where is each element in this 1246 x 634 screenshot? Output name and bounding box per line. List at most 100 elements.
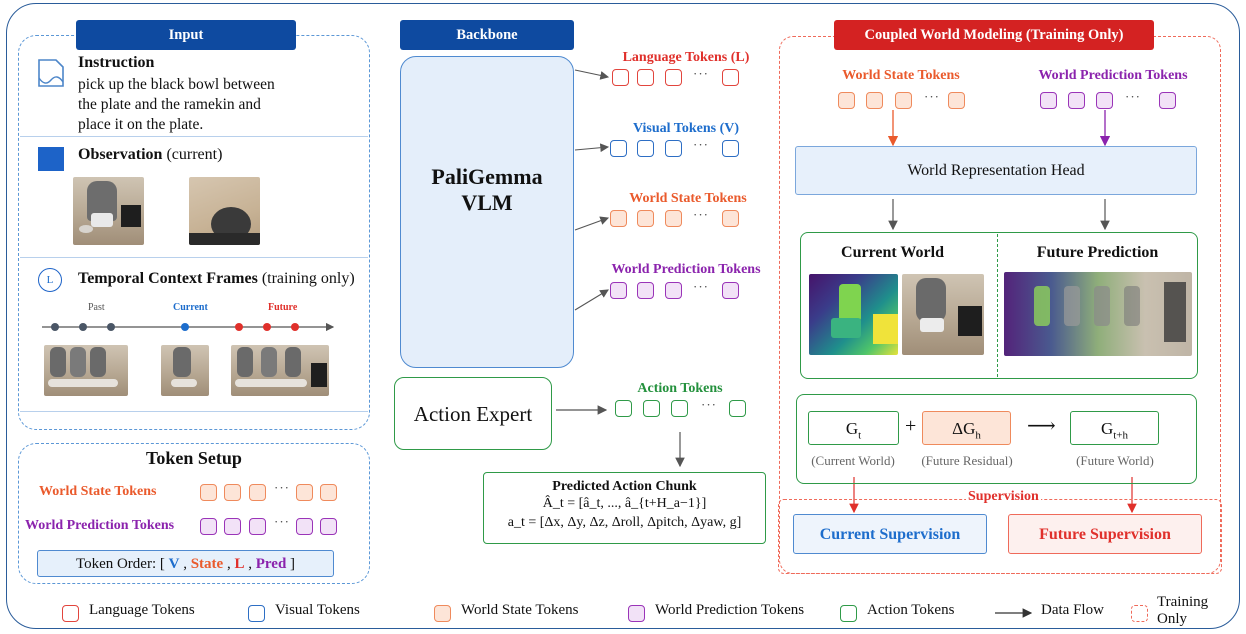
vlm-box xyxy=(400,56,574,368)
input-header: Input xyxy=(76,20,296,50)
cwm-world-pred-label: World Prediction Tokens xyxy=(1038,68,1188,83)
legend-visual-label: Visual Tokens xyxy=(275,602,360,618)
world-state-token xyxy=(722,210,739,227)
legend-world-pred-swatch xyxy=(628,605,645,622)
world-pred-token xyxy=(665,282,682,299)
future-prediction-image xyxy=(1004,272,1192,356)
chunk-title: Predicted Action Chunk xyxy=(552,479,697,494)
legend-data-flow-arrow xyxy=(995,608,1033,618)
predicted-action-chunk-box: Predicted Action Chunk Â_t = [â_t, ..., … xyxy=(483,472,766,544)
language-token xyxy=(665,69,682,86)
legend-language-label: Language Tokens xyxy=(89,602,195,618)
world-pred-token xyxy=(296,518,313,535)
gaussian-equation-box xyxy=(796,394,1197,484)
world-pred-token xyxy=(249,518,266,535)
current-rgb-image xyxy=(902,274,984,355)
legend-visual-swatch xyxy=(248,605,265,622)
action-expert-box: Action Expert xyxy=(394,377,552,450)
outer-frame xyxy=(6,3,1240,629)
timeline-past-label: Past xyxy=(88,302,105,313)
action-token xyxy=(643,400,660,417)
ellipsis: ··· xyxy=(693,207,709,222)
gt-caption: (Current World) xyxy=(811,453,895,468)
document-icon xyxy=(38,59,64,87)
dgh-caption: (Future Residual) xyxy=(921,453,1013,468)
world-state-token xyxy=(296,484,313,501)
world-state-token xyxy=(200,484,217,501)
arrow-right xyxy=(556,405,608,415)
ellipsis: ··· xyxy=(693,279,709,294)
token-setup-world-pred-label: World Prediction Tokens xyxy=(25,518,175,533)
world-state-token xyxy=(249,484,266,501)
divider xyxy=(20,411,368,412)
world-state-token xyxy=(866,92,883,109)
cwm-arrows xyxy=(849,110,1137,514)
observation-image-wrist xyxy=(189,177,260,245)
language-tokens-label: Language Tokens (L) xyxy=(622,50,750,65)
gth-box: Gt+h xyxy=(1070,411,1159,445)
action-token xyxy=(729,400,746,417)
language-token xyxy=(637,69,654,86)
legend-world-pred-label: World Prediction Tokens xyxy=(655,602,805,618)
future-frames-image xyxy=(231,345,329,396)
ellipsis: ··· xyxy=(693,66,709,81)
world-pred-token xyxy=(1096,92,1113,109)
backbone-header: Backbone xyxy=(400,20,574,50)
world-state-token xyxy=(948,92,965,109)
legend-action-label: Action Tokens xyxy=(867,602,955,618)
observation-image-main xyxy=(73,177,144,245)
world-state-token xyxy=(224,484,241,501)
arrow-down xyxy=(675,432,685,468)
ellipsis: ··· xyxy=(274,480,290,495)
token-setup-world-state-label: World State Tokens xyxy=(39,484,157,499)
arrow-right: ⟶ xyxy=(1027,415,1056,437)
past-frames-image xyxy=(44,345,128,396)
visual-token xyxy=(722,140,739,157)
current-world-title: Current World xyxy=(841,244,944,261)
action-token xyxy=(671,400,688,417)
gth-caption: (Future World) xyxy=(1076,453,1154,468)
cwm-header: Coupled World Modeling (Training Only) xyxy=(834,20,1154,50)
backbone-world-state-label: World State Tokens xyxy=(629,191,747,206)
world-representation-head: World Representation Head xyxy=(795,146,1197,195)
world-pred-token xyxy=(610,282,627,299)
ellipsis: ··· xyxy=(274,514,290,529)
gt-box: Gt xyxy=(808,411,899,445)
visual-token xyxy=(610,140,627,157)
world-state-token xyxy=(895,92,912,109)
current-supervision-box: Current Supervision xyxy=(793,514,987,554)
legend-language-swatch xyxy=(62,605,79,622)
supervision-label: Supervision xyxy=(966,489,1041,505)
language-token xyxy=(612,69,629,86)
world-pred-token xyxy=(1159,92,1176,109)
clock-icon: L xyxy=(38,268,62,292)
ellipsis: ··· xyxy=(701,397,717,412)
world-pred-token xyxy=(637,282,654,299)
visual-token xyxy=(637,140,654,157)
future-prediction-title: Future Prediction xyxy=(1036,244,1159,261)
token-setup-panel xyxy=(18,443,370,584)
legend-action-swatch xyxy=(840,605,857,622)
visual-token xyxy=(665,140,682,157)
legend-world-state-label: World State Tokens xyxy=(461,602,579,618)
token-order-box: Token Order: [ V , State , L , Pred ] xyxy=(37,550,334,577)
legend-world-state-swatch xyxy=(434,605,451,622)
world-state-token xyxy=(665,210,682,227)
observation-title: Observation (current) xyxy=(78,146,223,163)
action-tokens-label: Action Tokens xyxy=(637,381,723,396)
world-state-token xyxy=(637,210,654,227)
token-setup-title: Token Setup xyxy=(146,448,242,468)
camera-icon xyxy=(38,147,64,171)
delta-gh-box: ΔGh xyxy=(922,411,1011,445)
ellipsis: ··· xyxy=(1125,89,1141,104)
current-depth-map xyxy=(809,274,898,355)
legend-training-only-swatch xyxy=(1131,605,1148,622)
future-supervision-box: Future Supervision xyxy=(1008,514,1202,554)
chunk-formula-2: a_t = [Δx, Δy, Δz, Δroll, Δpitch, Δyaw, … xyxy=(507,515,742,530)
world-pred-token xyxy=(1068,92,1085,109)
world-pred-token xyxy=(224,518,241,535)
divider xyxy=(20,257,368,258)
timeline-current-label: Current xyxy=(173,302,208,313)
